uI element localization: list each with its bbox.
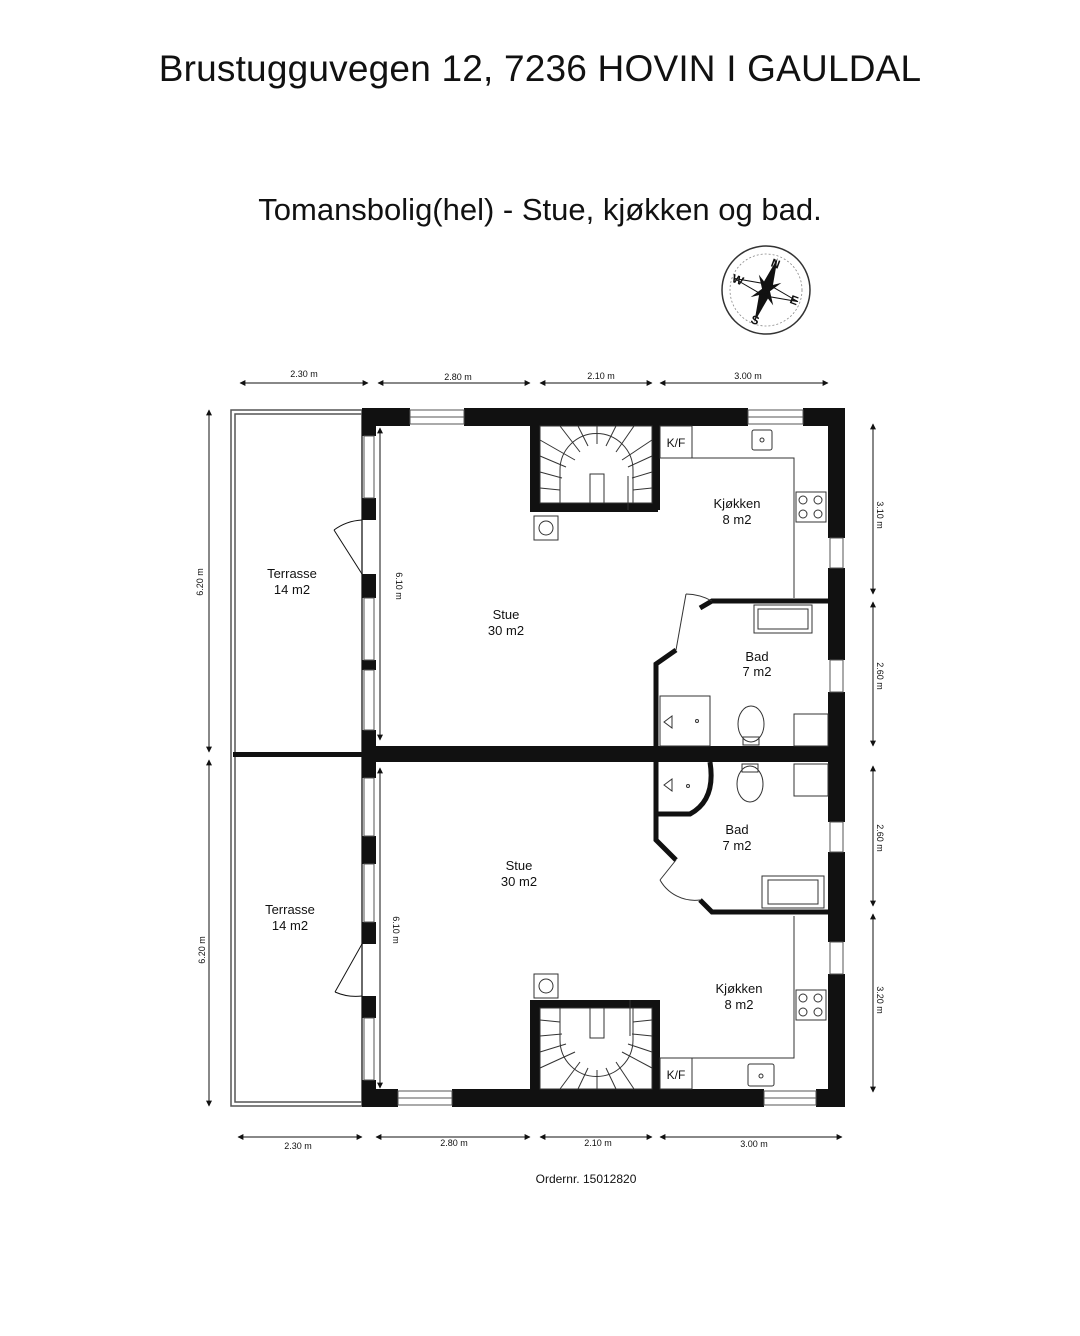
dim-left-2: 6.20 m xyxy=(197,936,207,964)
kitchen-counter-bottom xyxy=(533,916,827,1090)
dim-bottom-1: 2.30 m xyxy=(284,1141,312,1151)
dim-inner-1: 6.10 m xyxy=(394,572,404,600)
bathroom-door-bottom xyxy=(659,859,701,901)
dimension-left xyxy=(206,409,383,1107)
kitchen-top-name: Kjøkken xyxy=(714,496,761,511)
staircase-top xyxy=(530,425,660,512)
kitchen-top-area: 8 m2 xyxy=(723,512,752,527)
dim-right-4: 3.20 m xyxy=(875,986,885,1014)
bath-top-area: 7 m2 xyxy=(743,664,772,679)
living-top-area: 30 m2 xyxy=(488,623,524,638)
terrace-top-name: Terrasse xyxy=(267,566,317,581)
dim-top-1: 2.30 m xyxy=(290,369,318,379)
kf-label-top: K/F xyxy=(667,436,686,450)
bath-bottom-name: Bad xyxy=(725,822,748,837)
outer-walls xyxy=(362,408,845,1107)
order-number: Ordernr. 15012820 xyxy=(536,1172,637,1186)
dim-bottom-4: 3.00 m xyxy=(740,1139,768,1149)
kitchen-bottom-name: Kjøkken xyxy=(716,981,763,996)
terrace-top-area: 14 m2 xyxy=(274,582,310,597)
bathroom-fixtures-bottom xyxy=(663,763,829,909)
terrace-divider xyxy=(233,752,364,757)
living-bottom-name: Stue xyxy=(506,858,533,873)
bath-top-name: Bad xyxy=(745,649,768,664)
address-title: Brustugguvegen 12, 7236 HOVIN I GAULDAL xyxy=(158,48,922,89)
compass-south-label: S xyxy=(749,312,761,328)
bathroom-door-top xyxy=(675,593,713,651)
dim-top-3: 2.10 m xyxy=(587,371,615,381)
bathroom-walls-bottom xyxy=(653,761,828,915)
terrace-bottom-area: 14 m2 xyxy=(272,918,308,933)
dim-right-1: 3.10 m xyxy=(875,501,885,529)
windows xyxy=(363,409,844,1106)
dim-bottom-2: 2.80 m xyxy=(440,1138,468,1148)
kf-label-bottom: K/F xyxy=(667,1068,686,1082)
compass-west-label: W xyxy=(730,271,746,288)
compass-icon: N E S W xyxy=(721,245,811,335)
bathroom-fixtures-top xyxy=(659,604,829,747)
dim-inner-2: 6.10 m xyxy=(391,916,401,944)
terrace-door xyxy=(333,519,363,997)
terrace-bottom-name: Terrasse xyxy=(265,902,315,917)
kitchen-counter-top xyxy=(533,425,827,598)
compass-north-label: N xyxy=(769,256,782,272)
dim-right-3: 2.60 m xyxy=(875,824,885,852)
bath-bottom-area: 7 m2 xyxy=(723,838,752,853)
dim-bottom-3: 2.10 m xyxy=(584,1138,612,1148)
living-top-name: Stue xyxy=(493,607,520,622)
dim-top-4: 3.00 m xyxy=(734,371,762,381)
terrace-outline xyxy=(230,409,363,1107)
description-subtitle: Tomansbolig(hel) - Stue, kjøkken og bad. xyxy=(258,192,822,227)
dim-left-1: 6.20 m xyxy=(195,568,205,596)
dim-right-2: 2.60 m xyxy=(875,662,885,690)
living-bottom-area: 30 m2 xyxy=(501,874,537,889)
staircase-bottom xyxy=(530,1000,660,1090)
kitchen-bottom-area: 8 m2 xyxy=(725,997,754,1012)
dim-top-2: 2.80 m xyxy=(444,372,472,382)
